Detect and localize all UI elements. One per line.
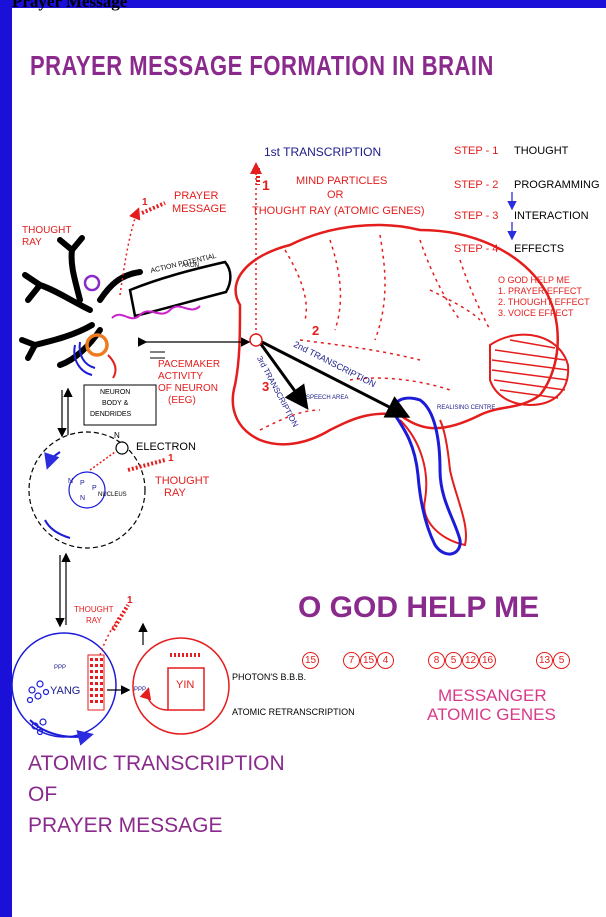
effect-2: 2. THOUGHT EFFECT [498,298,590,307]
number-5b: 5 [553,652,570,669]
realising-centre-label: REALISING CENTRE [437,405,495,411]
nucleus-circle [69,472,105,508]
first-transcription-label: 1st TRANSCRIPTION [264,146,381,159]
marker-one-atom: 1 [168,454,174,465]
pacemaker-line1: PACEMAKER [158,360,220,371]
yang-bubbles [28,681,49,735]
electron-thought-ray [128,460,165,470]
photons-label: PHOTON'S B.B.B. [232,673,306,682]
yin-ppp: PPP [134,687,146,693]
electron-circle [116,442,128,454]
pacemaker-line4: (EEG) [168,396,196,407]
step-2-num: STEP - 2 [454,180,498,192]
pacemaker-line3: OF NEURON [158,384,218,395]
neuron-body-line3: DENDRIDES [90,411,131,418]
neuron-purple-ring [85,276,99,290]
effect-3: 3. VOICE EFFECT [498,309,574,318]
yang-thought-ray-line1: THOUGHT [74,606,114,614]
number-group-2: 7154 [343,652,394,669]
electron-symbol: N [114,432,120,440]
nucleus-particle-1: N [68,478,73,485]
yin-arrow [147,690,168,710]
prayer-message-line1: PRAYER [174,191,218,203]
realising-centre-outline [394,398,460,554]
nucleus-label: NUCLEUS [98,492,127,498]
number-4: 4 [377,652,394,669]
thought-ray-label-line1: THOUGHT [22,226,71,237]
pacemaker-arrows [150,352,165,358]
marker-two: 2 [312,324,319,338]
bottom-line-1: ATOMIC TRANSCRIPTION [28,751,285,777]
nucleus-particle-4: N [80,495,85,502]
step-1-num: STEP - 1 [454,146,498,158]
number-13: 13 [536,652,553,669]
mind-or-label: OR [327,190,344,202]
bottom-line-3: PRAYER MESSAGE [28,813,223,839]
prayer-message-line2: MESSAGE [172,204,226,216]
number-7: 7 [343,652,360,669]
marker-one-yang: 1 [127,596,133,607]
number-16: 16 [479,652,496,669]
effect-1: 1. PRAYER EFFECT [498,287,582,296]
electron-label: ELECTRON [136,442,196,454]
neuron-body-line2: BODY & [102,400,128,407]
axon [130,262,230,316]
pacemaker-line2: ACTIVITY [158,372,203,383]
electron-path-red [90,452,115,470]
number-15b: 15 [360,652,377,669]
number-15: 15 [302,652,319,669]
effects-head: O GOD HELP ME [498,276,570,285]
messanger-line1: MESSANGER [438,686,547,706]
number-12: 12 [462,652,479,669]
messanger-line2: ATOMIC GENES [427,705,556,725]
neuron-soma-red [108,355,115,378]
step-2-label: PROGRAMMING [514,180,600,192]
yang-thought-ray-line2: RAY [86,617,102,625]
atomic-retranscription-label: ATOMIC RETRANSCRIPTION [232,708,355,717]
mind-particles-label: MIND PARTICLES [296,176,387,188]
atom-thought-ray-line2: RAY [164,488,186,500]
number-group-1: 15 [302,652,319,669]
yang-label: YANG [50,686,80,698]
yin-label: YIN [176,680,194,692]
thought-ray-atomic-genes-label: THOUGHT RAY (ATOMIC GENES) [252,206,425,218]
step-4-num: STEP - 4 [454,244,498,256]
step-1-label: THOUGHT [514,146,568,158]
nucleus-particle-3: P [92,485,97,492]
prayer-message-dotted-line [120,210,138,295]
neuron [22,238,140,365]
step-4-label: EFFECTS [514,244,564,256]
orbit-arrows [45,452,70,538]
marker-one-prayer: 1 [142,198,148,209]
atom-thought-ray-line1: THOUGHT [155,476,209,488]
number-8: 8 [428,652,445,669]
neuron-body-line1: NEURON [100,389,130,396]
brain-origin-circle [250,334,262,346]
yang-thought-ray-bar [113,605,128,630]
yang-ppp: PPP [54,665,66,671]
bottom-line-2: OF [28,782,57,808]
nucleus-particle-2: P [80,480,85,487]
step-3-num: STEP - 3 [454,211,498,223]
step-3-label: INTERACTION [514,211,589,223]
number-5: 5 [445,652,462,669]
yang-red-block [88,655,104,710]
speech-area-label: SPEECH AREA [306,395,348,401]
main-message: O GOD HELP ME [298,592,539,624]
marker-one-top: 1 [262,178,270,193]
thought-ray-label-line2: RAY [22,238,42,249]
